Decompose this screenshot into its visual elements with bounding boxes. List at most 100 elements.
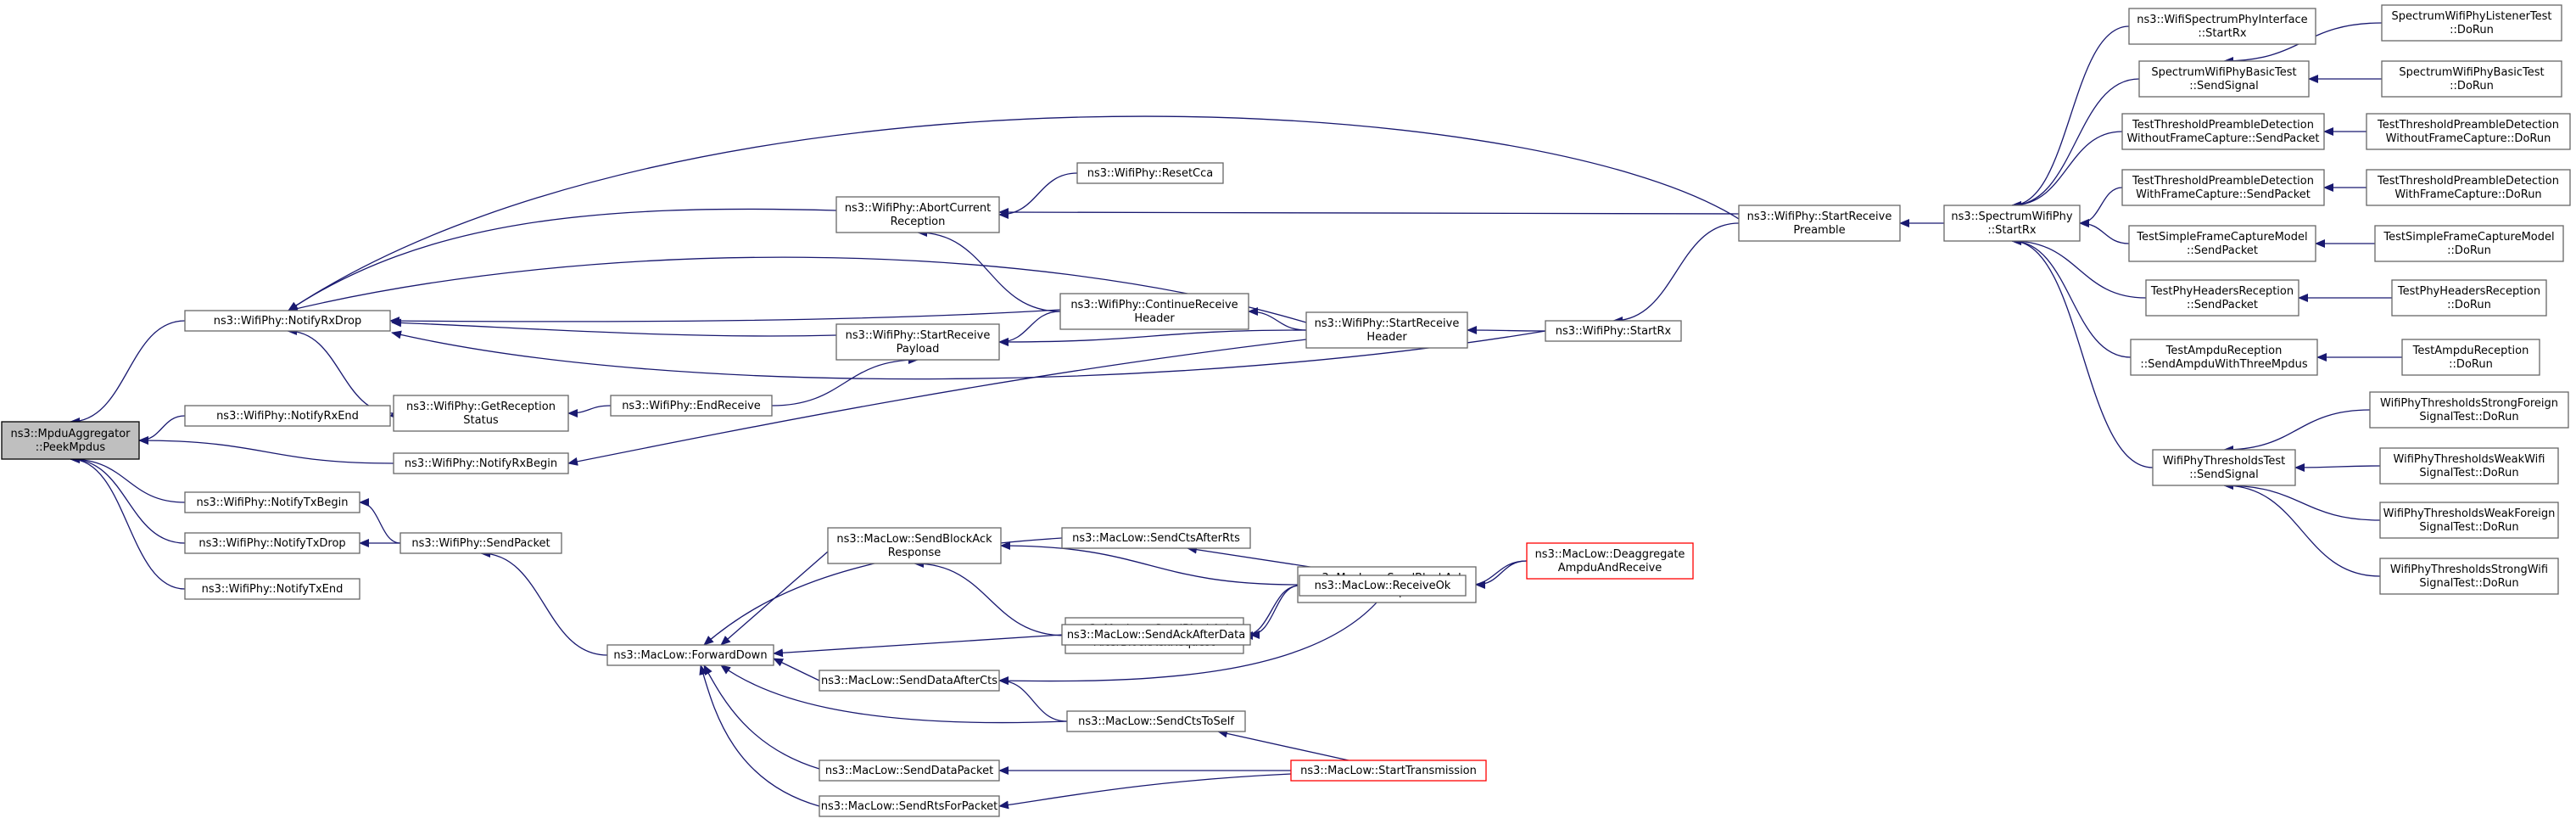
node-dataafterrcts[interactable]: ns3::MacLow::SendDataAfterCts [819,670,1000,692]
edge-simplecap-to-spectrumstartrx [2079,219,2130,244]
node-datapacket[interactable]: ns3::MacLow::SendDataPacket [819,760,1000,782]
edge-receiveok-to-dataafterrcts [998,595,1383,686]
node-box [1061,624,1251,646]
node-strongforeign[interactable]: WifiPhyThresholdsStrongForeignSignalTest… [2369,391,2569,429]
node-phyheadersrun[interactable]: TestPhyHeadersReception::DoRun [2391,279,2547,317]
node-label-line: SignalTest::DoRun [2419,577,2518,590]
node-box [1290,760,1487,782]
node-spbasicrun[interactable]: SpectrumWifiPhyBasicTest::DoRun [2381,60,2562,98]
node-spiface[interactable]: ns3::WifiSpectrumPhyInterface::StartRx [2128,8,2316,45]
edge-rtsforpacket-to-forwarddown [699,664,820,807]
node-label-line: SignalTest::DoRun [2419,521,2518,534]
node-starttx[interactable]: ns3::MacLow::StartTransmission [1290,760,1487,782]
node-threshcap[interactable]: TestThresholdPreambleDetectionWithFrameC… [2121,169,2325,206]
node-forwarddown[interactable]: ns3::MacLow::ForwardDown [606,644,774,666]
edge-starttx-to-rtsforpacket [998,773,1292,810]
node-endreceive[interactable]: ns3::WifiPhy::EndReceive [610,395,773,417]
node-ntxbegin[interactable]: ns3::WifiPhy::NotifyTxBegin [184,491,360,513]
node-threshcaprun[interactable]: TestThresholdPreambleDetectionWithFrameC… [2366,169,2571,206]
node-weakwifi[interactable]: WifiPhyThresholdsWeakWifiSignalTest::DoR… [2379,447,2559,485]
node-box [2369,391,2569,429]
node-label-line: Reception [891,216,946,228]
node-label-line: WithFrameCapture::DoRun [2394,188,2541,201]
edge-ackafterdata-to-forwarddown [773,634,1063,658]
node-label-line: ns3::WifiPhy::SendPacket [411,537,550,550]
edge-bafterbar-to-blockackresp [914,559,1066,636]
node-label-line: Preamble [1793,224,1845,237]
edge-endreceive-to-startrxpayload [771,356,919,406]
node-weakforeign[interactable]: WifiPhyThresholdsWeakForeignSignalTest::… [2379,502,2559,539]
node-ackafterdata[interactable]: ns3::MacLow::SendAckAfterData [1061,624,1251,646]
node-sendpacket[interactable]: ns3::WifiPhy::SendPacket [400,532,562,554]
node-label-line: ns3::MacLow::Deaggregate [1535,548,1685,561]
node-spbasicsend[interactable]: SpectrumWifiPhyBasicTest::SendSignal [2138,60,2310,98]
node-label-line: Header [1134,312,1175,325]
node-box [2366,169,2571,206]
node-box [819,760,1000,782]
node-ctstoself[interactable]: ns3::MacLow::SendCtsToSelf [1066,710,1246,732]
node-box [184,578,360,600]
node-box [400,532,562,554]
node-label-line: ns3::WifiPhy::NotifyRxBegin [405,457,557,470]
node-simplecap[interactable]: TestSimpleFrameCaptureModel::SendPacket [2128,225,2316,262]
node-box [1061,527,1251,549]
node-startrx[interactable]: ns3::WifiPhy::StartRx [1545,320,1682,342]
node-label-line: WifiPhyThresholdsWeakForeign [2383,507,2556,520]
node-ampdurec[interactable]: TestAmpduReception::SendAmpduWithThreeMp… [2130,339,2318,376]
node-rtsforpacket[interactable]: ns3::MacLow::SendRtsForPacket [819,795,1000,817]
node-box [2145,279,2299,317]
node-label-line: ::SendSignal [2189,80,2258,92]
node-label-line: ns3::WifiPhy::ContinueReceive [1070,299,1238,311]
node-phyheaders[interactable]: TestPhyHeadersReception::SendPacket [2145,279,2299,317]
node-label-line: ns3::WifiPhy::EndReceive [622,400,761,412]
node-splistenerrun[interactable]: SpectrumWifiPhyListenerTest::DoRun [2381,4,2562,42]
edge-nrxbegin-to-root [138,436,394,464]
node-spectrumstartrx[interactable]: ns3::SpectrumWifiPhy::StartRx [1943,205,2081,242]
node-label-line: TestAmpduReception [2412,345,2529,357]
node-simplecaprun[interactable]: TestSimpleFrameCaptureModel::DoRun [2374,225,2564,262]
node-label-line: TestThresholdPreambleDetection [2132,175,2314,188]
node-threshnocaprun[interactable]: TestThresholdPreambleDetectionWithoutFra… [2366,113,2571,150]
node-nrxdrop[interactable]: ns3::WifiPhy::NotifyRxDrop [184,310,391,332]
node-label-line: ns3::MacLow::SendDataPacket [825,765,993,777]
edge-spiface-to-spectrumstartrx [2011,25,2130,210]
node-label-line: WifiPhyThresholdsStrongForeign [2380,397,2558,410]
node-label-line: ::DoRun [2449,358,2493,371]
node-box [1738,205,1901,242]
node-nrxend[interactable]: ns3::WifiPhy::NotifyRxEnd [184,405,391,427]
node-box [393,452,569,474]
node-label-line: ::SendSignal [2189,468,2258,481]
node-ntxdrop[interactable]: ns3::WifiPhy::NotifyTxDrop [184,532,360,554]
node-label-line: ns3::WifiPhy::StartReceive [846,329,991,342]
edge-weakforeign-to-thresholdstest [2223,481,2381,521]
node-receiveok[interactable]: ns3::MacLow::ReceiveOk [1299,575,1467,597]
node-thresholdstest[interactable]: WifiPhyThresholdsTest::SendSignal [2152,449,2296,486]
node-resetcca[interactable]: ns3::WifiPhy::ResetCca [1076,162,1224,184]
node-box [819,795,1000,817]
node-ctsafterrts[interactable]: ns3::MacLow::SendCtsAfterRts [1061,527,1251,549]
edge-abort-to-nrxdrop [288,208,837,311]
node-ntxend[interactable]: ns3::WifiPhy::NotifyTxEnd [184,578,360,600]
node-strongwifi[interactable]: WifiPhyThresholdsStrongWifiSignalTest::D… [2379,558,2559,595]
node-box [2128,225,2316,262]
node-label-line: ns3::MacLow::ForwardDown [613,649,767,662]
node-label-line: SpectrumWifiPhyBasicTest [2399,66,2544,79]
node-box [2401,339,2540,376]
node-label-line: WifiPhyThresholdsTest [2163,455,2286,468]
node-nrxbegin[interactable]: ns3::WifiPhy::NotifyRxBegin [393,452,569,474]
node-ampdurecrun[interactable]: TestAmpduReception::DoRun [2401,339,2540,376]
node-threshnocap[interactable]: TestThresholdPreambleDetectionWithoutFra… [2121,113,2325,150]
node-label-line: ::StartRx [1987,224,2037,237]
edge-deaggregate-to-bafterampdu [1475,560,1528,589]
node-box [819,670,1000,692]
node-label-line: ns3::WifiSpectrumPhyInterface [2137,14,2307,26]
